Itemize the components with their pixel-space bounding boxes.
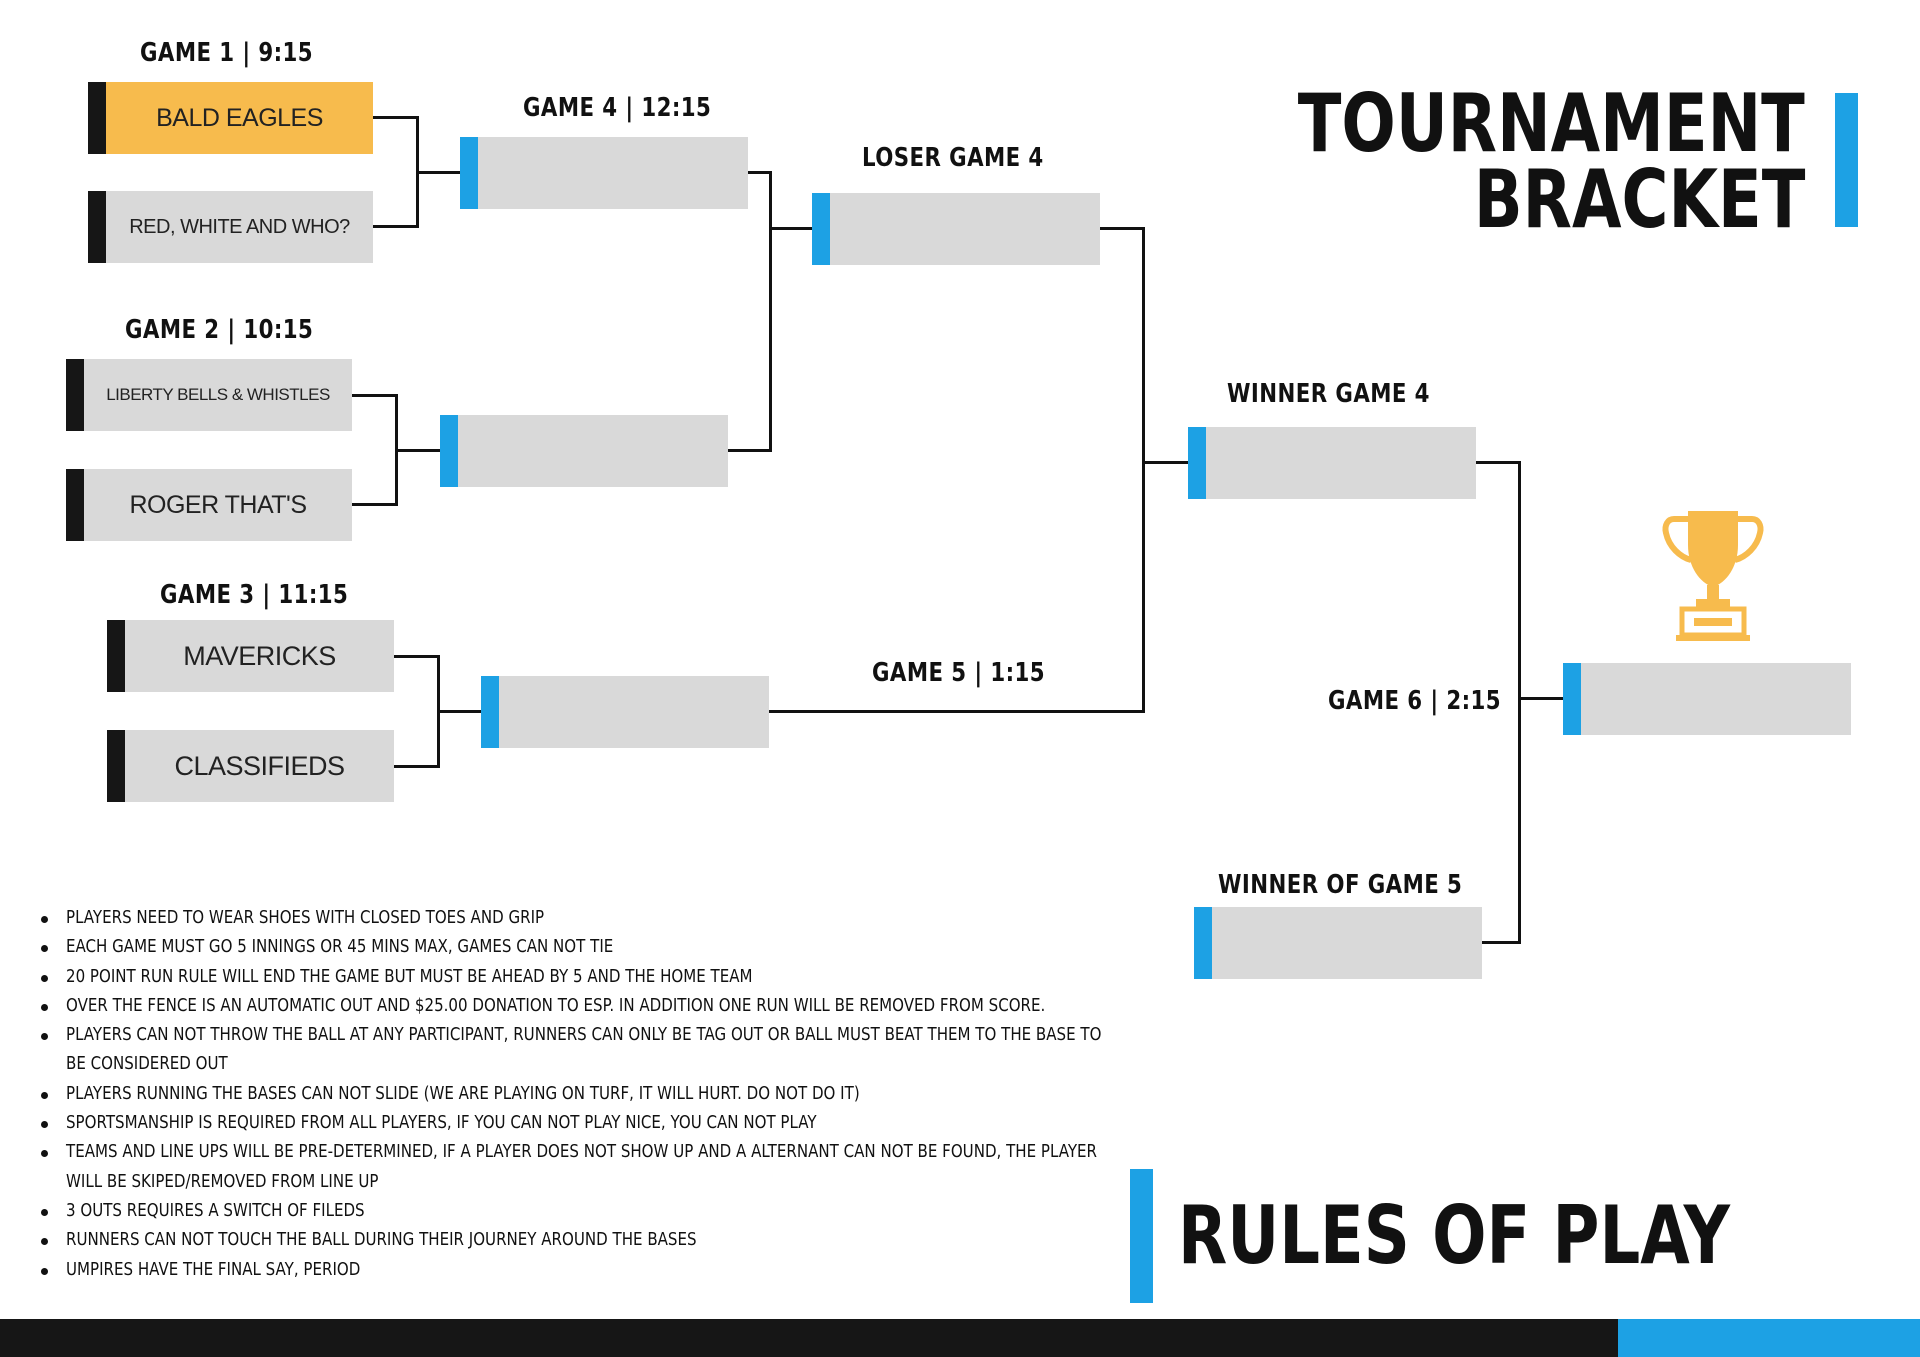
rule-item: UMPIRES HAVE THE FINAL SAY, PERIOD: [38, 1256, 1118, 1285]
team-slot-red-white-and-who[interactable]: RED, WHITE AND WHO?: [88, 191, 373, 263]
loser-game-4-label: LOSER GAME 4: [862, 143, 1044, 173]
slot-game-4[interactable]: [460, 137, 748, 209]
connector-line: [1518, 461, 1521, 944]
game-6-label: GAME 6 | 2:15: [1328, 686, 1502, 716]
team-slot-roger-thats[interactable]: ROGER THAT'S: [66, 469, 352, 541]
connector-line: [373, 225, 419, 228]
connector-line: [769, 171, 772, 452]
team-slot-liberty-bells[interactable]: LIBERTY BELLS & WHISTLES: [66, 359, 352, 431]
connector-line: [769, 227, 812, 230]
game-1-label: GAME 1 | 9:15: [140, 38, 314, 68]
connector-line: [1100, 227, 1145, 230]
slot-marker: [1188, 427, 1206, 499]
rule-item: 20 POINT RUN RULE WILL END THE GAME BUT …: [38, 963, 1118, 992]
team-name: MAVERICKS: [183, 640, 336, 671]
team-name: CLASSIFIEDS: [174, 750, 345, 781]
slot-champion[interactable]: [1563, 663, 1851, 735]
connector-line: [748, 171, 772, 174]
connector-line: [437, 710, 481, 713]
rule-item: RUNNERS CAN NOT TOUCH THE BALL DURING TH…: [38, 1226, 1118, 1255]
rules-heading: RULES OF PLAY: [1178, 1189, 1730, 1282]
team-name: BALD EAGLES: [156, 103, 323, 132]
team-slot-bald-eagles[interactable]: BALD EAGLES: [88, 82, 373, 154]
game-4-label: GAME 4 | 12:15: [523, 93, 712, 123]
footer-dark-band: [0, 1319, 1618, 1357]
connector-line: [394, 655, 440, 658]
connector-line: [416, 171, 460, 174]
team-name: ROGER THAT'S: [129, 490, 307, 519]
connector-line: [394, 765, 440, 768]
rule-item: EACH GAME MUST GO 5 INNINGS OR 45 MINS M…: [38, 933, 1118, 962]
connector-line: [1476, 461, 1521, 464]
rule-item: TEAMS AND LINE UPS WILL BE PRE-DETERMINE…: [38, 1138, 1118, 1197]
trophy-icon: [1662, 511, 1764, 641]
slot-marker: [1194, 907, 1212, 979]
game-3-label: GAME 3 | 11:15: [160, 580, 349, 610]
rule-item: PLAYERS NEED TO WEAR SHOES WITH CLOSED T…: [38, 904, 1118, 933]
team-slot-mavericks[interactable]: MAVERICKS: [107, 620, 394, 692]
game-5-label: GAME 5 | 1:15: [872, 658, 1046, 688]
rule-item: SPORTSMANSHIP IS REQUIRED FROM ALL PLAYE…: [38, 1109, 1118, 1138]
slot-marker: [481, 676, 499, 748]
connector-line: [1142, 227, 1145, 713]
title-line-1: TOURNAMENT: [1297, 77, 1805, 170]
slot-winner-game-4[interactable]: [1188, 427, 1476, 499]
connector-line: [728, 449, 772, 452]
connector-line: [395, 449, 440, 452]
connector-line: [352, 503, 398, 506]
connector-line: [352, 394, 398, 397]
connector-line: [373, 116, 419, 119]
footer-blue-band: [1618, 1319, 1920, 1357]
slot-game-3-winner[interactable]: [481, 676, 769, 748]
connector-line: [1482, 941, 1521, 944]
rule-item: OVER THE FENCE IS AN AUTOMATIC OUT AND $…: [38, 992, 1118, 1021]
rule-item: PLAYERS RUNNING THE BASES CAN NOT SLIDE …: [38, 1080, 1118, 1109]
slot-winner-game-5[interactable]: [1194, 907, 1482, 979]
slot-game-2-winner[interactable]: [440, 415, 728, 487]
rule-item: 3 OUTS REQUIRES A SWITCH OF FILEDS: [38, 1197, 1118, 1226]
connector-line: [769, 710, 1145, 713]
slot-marker: [66, 359, 84, 431]
connector-line: [1518, 697, 1563, 700]
team-name: RED, WHITE AND WHO?: [129, 215, 350, 238]
winner-game-4-label: WINNER GAME 4: [1227, 379, 1430, 409]
slot-marker: [812, 193, 830, 265]
slot-marker: [460, 137, 478, 209]
team-name: LIBERTY BELLS & WHISTLES: [106, 385, 330, 404]
slot-marker: [88, 82, 106, 154]
slot-loser-game-4[interactable]: [812, 193, 1100, 265]
slot-marker: [66, 469, 84, 541]
game-2-label: GAME 2 | 10:15: [125, 315, 314, 345]
title-line-2: BRACKET: [1473, 153, 1805, 246]
slot-marker: [440, 415, 458, 487]
slot-marker: [1563, 663, 1581, 735]
team-slot-classifieds[interactable]: CLASSIFIEDS: [107, 730, 394, 802]
winner-game-5-label: WINNER OF GAME 5: [1218, 870, 1463, 900]
connector-line: [1142, 461, 1188, 464]
slot-marker: [88, 191, 106, 263]
slot-marker: [107, 620, 125, 692]
rules-accent-bar: [1130, 1169, 1153, 1303]
slot-marker: [107, 730, 125, 802]
title-accent-bar: [1835, 93, 1858, 227]
rule-item: PLAYERS CAN NOT THROW THE BALL AT ANY PA…: [38, 1021, 1118, 1080]
rules-list: PLAYERS NEED TO WEAR SHOES WITH CLOSED T…: [38, 904, 1118, 1285]
